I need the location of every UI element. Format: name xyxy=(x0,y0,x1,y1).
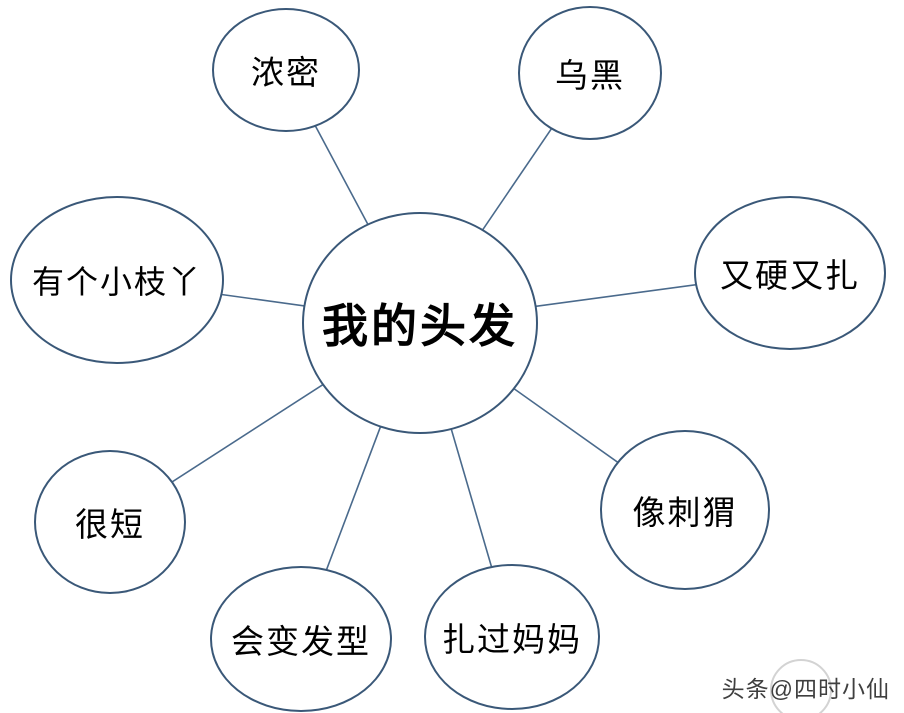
watermark-text: 头条@四时小仙 xyxy=(721,676,890,702)
node-label: 浓密 xyxy=(251,54,321,91)
diagram-node-hard-prickly: 又硬又扎 xyxy=(694,196,886,350)
node-label: 又硬又扎 xyxy=(720,257,860,294)
center-node-label: 我的头发 xyxy=(322,300,518,352)
diagram-node-hedgehog: 像刺猬 xyxy=(600,430,770,590)
node-label: 像刺猬 xyxy=(632,494,738,531)
node-label: 有个小枝丫 xyxy=(31,264,202,300)
node-label: 乌黑 xyxy=(555,57,625,94)
diagram-node-very-short: 很短 xyxy=(34,450,186,594)
watermark-seal-icon xyxy=(770,659,832,713)
diagram-node-dense: 浓密 xyxy=(212,8,360,132)
node-label: 扎过妈妈 xyxy=(442,621,582,658)
node-label: 会变发型 xyxy=(231,623,371,660)
watermark: 头条@四时小仙 xyxy=(721,659,890,713)
diagram-node-jet-black: 乌黑 xyxy=(518,6,662,140)
diagram-node-pricked-mom: 扎过妈妈 xyxy=(424,564,600,710)
node-label: 很短 xyxy=(75,506,145,543)
diagram-node-change-hairstyle: 会变发型 xyxy=(210,566,392,712)
center-node: 我的头发 xyxy=(302,212,538,434)
diagram-node-little-branch: 有个小枝丫 xyxy=(10,196,224,364)
